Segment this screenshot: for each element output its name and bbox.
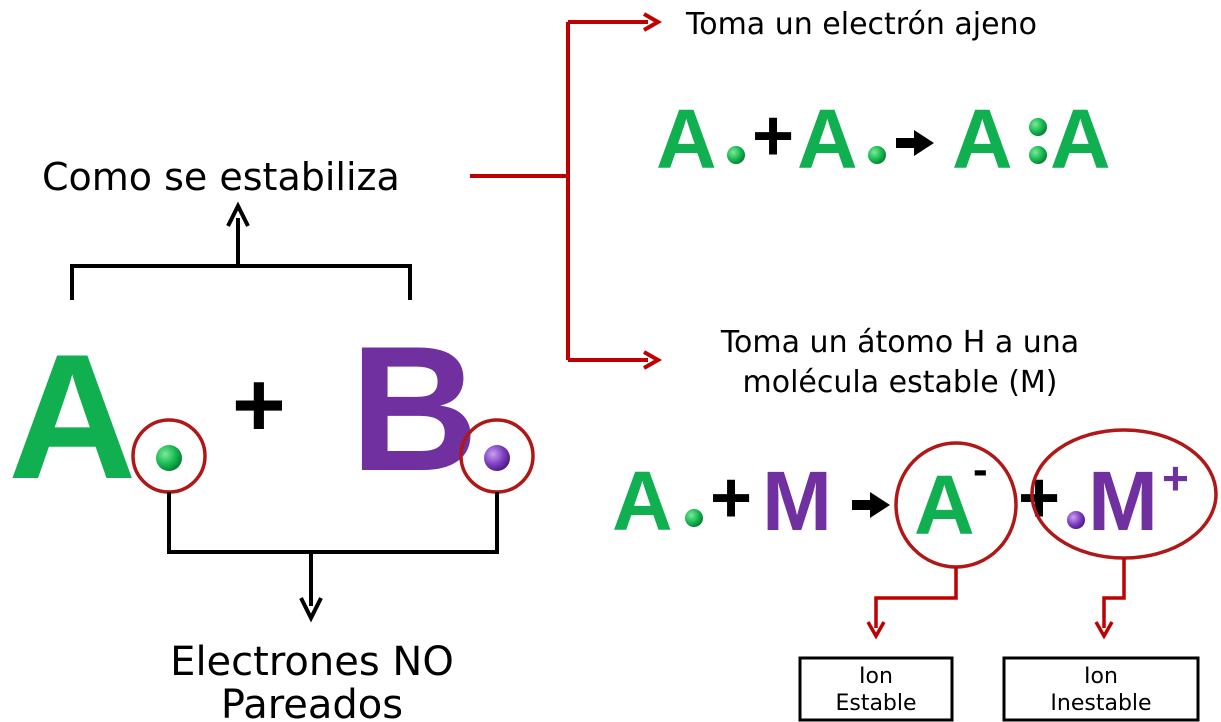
path2-label-line2: molécula estable (M): [742, 365, 1057, 400]
cation-symbol: M: [1088, 454, 1158, 548]
unpaired-label-line1: Electrones NO: [170, 639, 454, 685]
cation-charge: +: [1162, 452, 1189, 504]
unstable-ion-line2: Inestable: [1050, 691, 1151, 716]
r1-bond-electron-2: [1029, 146, 1047, 164]
unstable-ion-line1: Ion: [1084, 664, 1118, 689]
r2-reaction-arrow: [852, 492, 890, 518]
r1-product-a2: A: [1050, 92, 1111, 186]
top-bracket: [70, 264, 412, 300]
bottom-bracket: [167, 492, 499, 554]
r1-bond-electron-1: [1029, 118, 1047, 136]
r1-product-a1: A: [952, 92, 1013, 186]
atom-b-symbol: B: [350, 309, 479, 508]
r1-electron-2: [868, 146, 886, 164]
stabilize-question: Como se estabiliza: [42, 155, 400, 199]
atom-a-symbol: A: [8, 317, 137, 516]
r1-atom-a1: A: [656, 92, 717, 186]
unpaired-label-line2: Pareados: [221, 682, 403, 722]
anion-to-box-connector: [866, 567, 958, 640]
up-arrow: [226, 201, 250, 266]
r1-atom-a2: A: [797, 92, 858, 186]
anion-charge: -: [973, 445, 988, 494]
plus-sign: +: [232, 354, 286, 456]
path2-label-line1: Toma un átomo H a una: [720, 325, 1079, 360]
stable-ion-box: [798, 656, 954, 722]
r2-molecule-m: M: [762, 454, 832, 548]
electron-dot-b: [484, 445, 510, 471]
r2-electron-a: [685, 509, 703, 527]
r2-plus-1: +: [710, 458, 752, 538]
cation-electron: [1067, 511, 1085, 529]
r2-atom-a: A: [612, 454, 673, 548]
r1-plus: +: [752, 96, 794, 176]
branch-connector: [470, 12, 663, 370]
stable-ion-line2: Estable: [835, 691, 916, 716]
cation-to-box-connector: [1094, 558, 1126, 640]
r1-reaction-arrow: [896, 130, 934, 156]
reaction-1: A + A A A: [656, 92, 1111, 186]
anion-symbol: A: [914, 458, 975, 552]
electron-dot-a: [156, 445, 182, 471]
stable-ion-line1: Ion: [859, 664, 893, 689]
path1-label: Toma un electrón ajeno: [685, 7, 1037, 42]
r1-electron-1: [727, 146, 745, 164]
reaction-2: A + M A - + M +: [612, 428, 1218, 569]
unstable-ion-box: [1002, 656, 1200, 722]
down-arrow: [299, 552, 323, 623]
